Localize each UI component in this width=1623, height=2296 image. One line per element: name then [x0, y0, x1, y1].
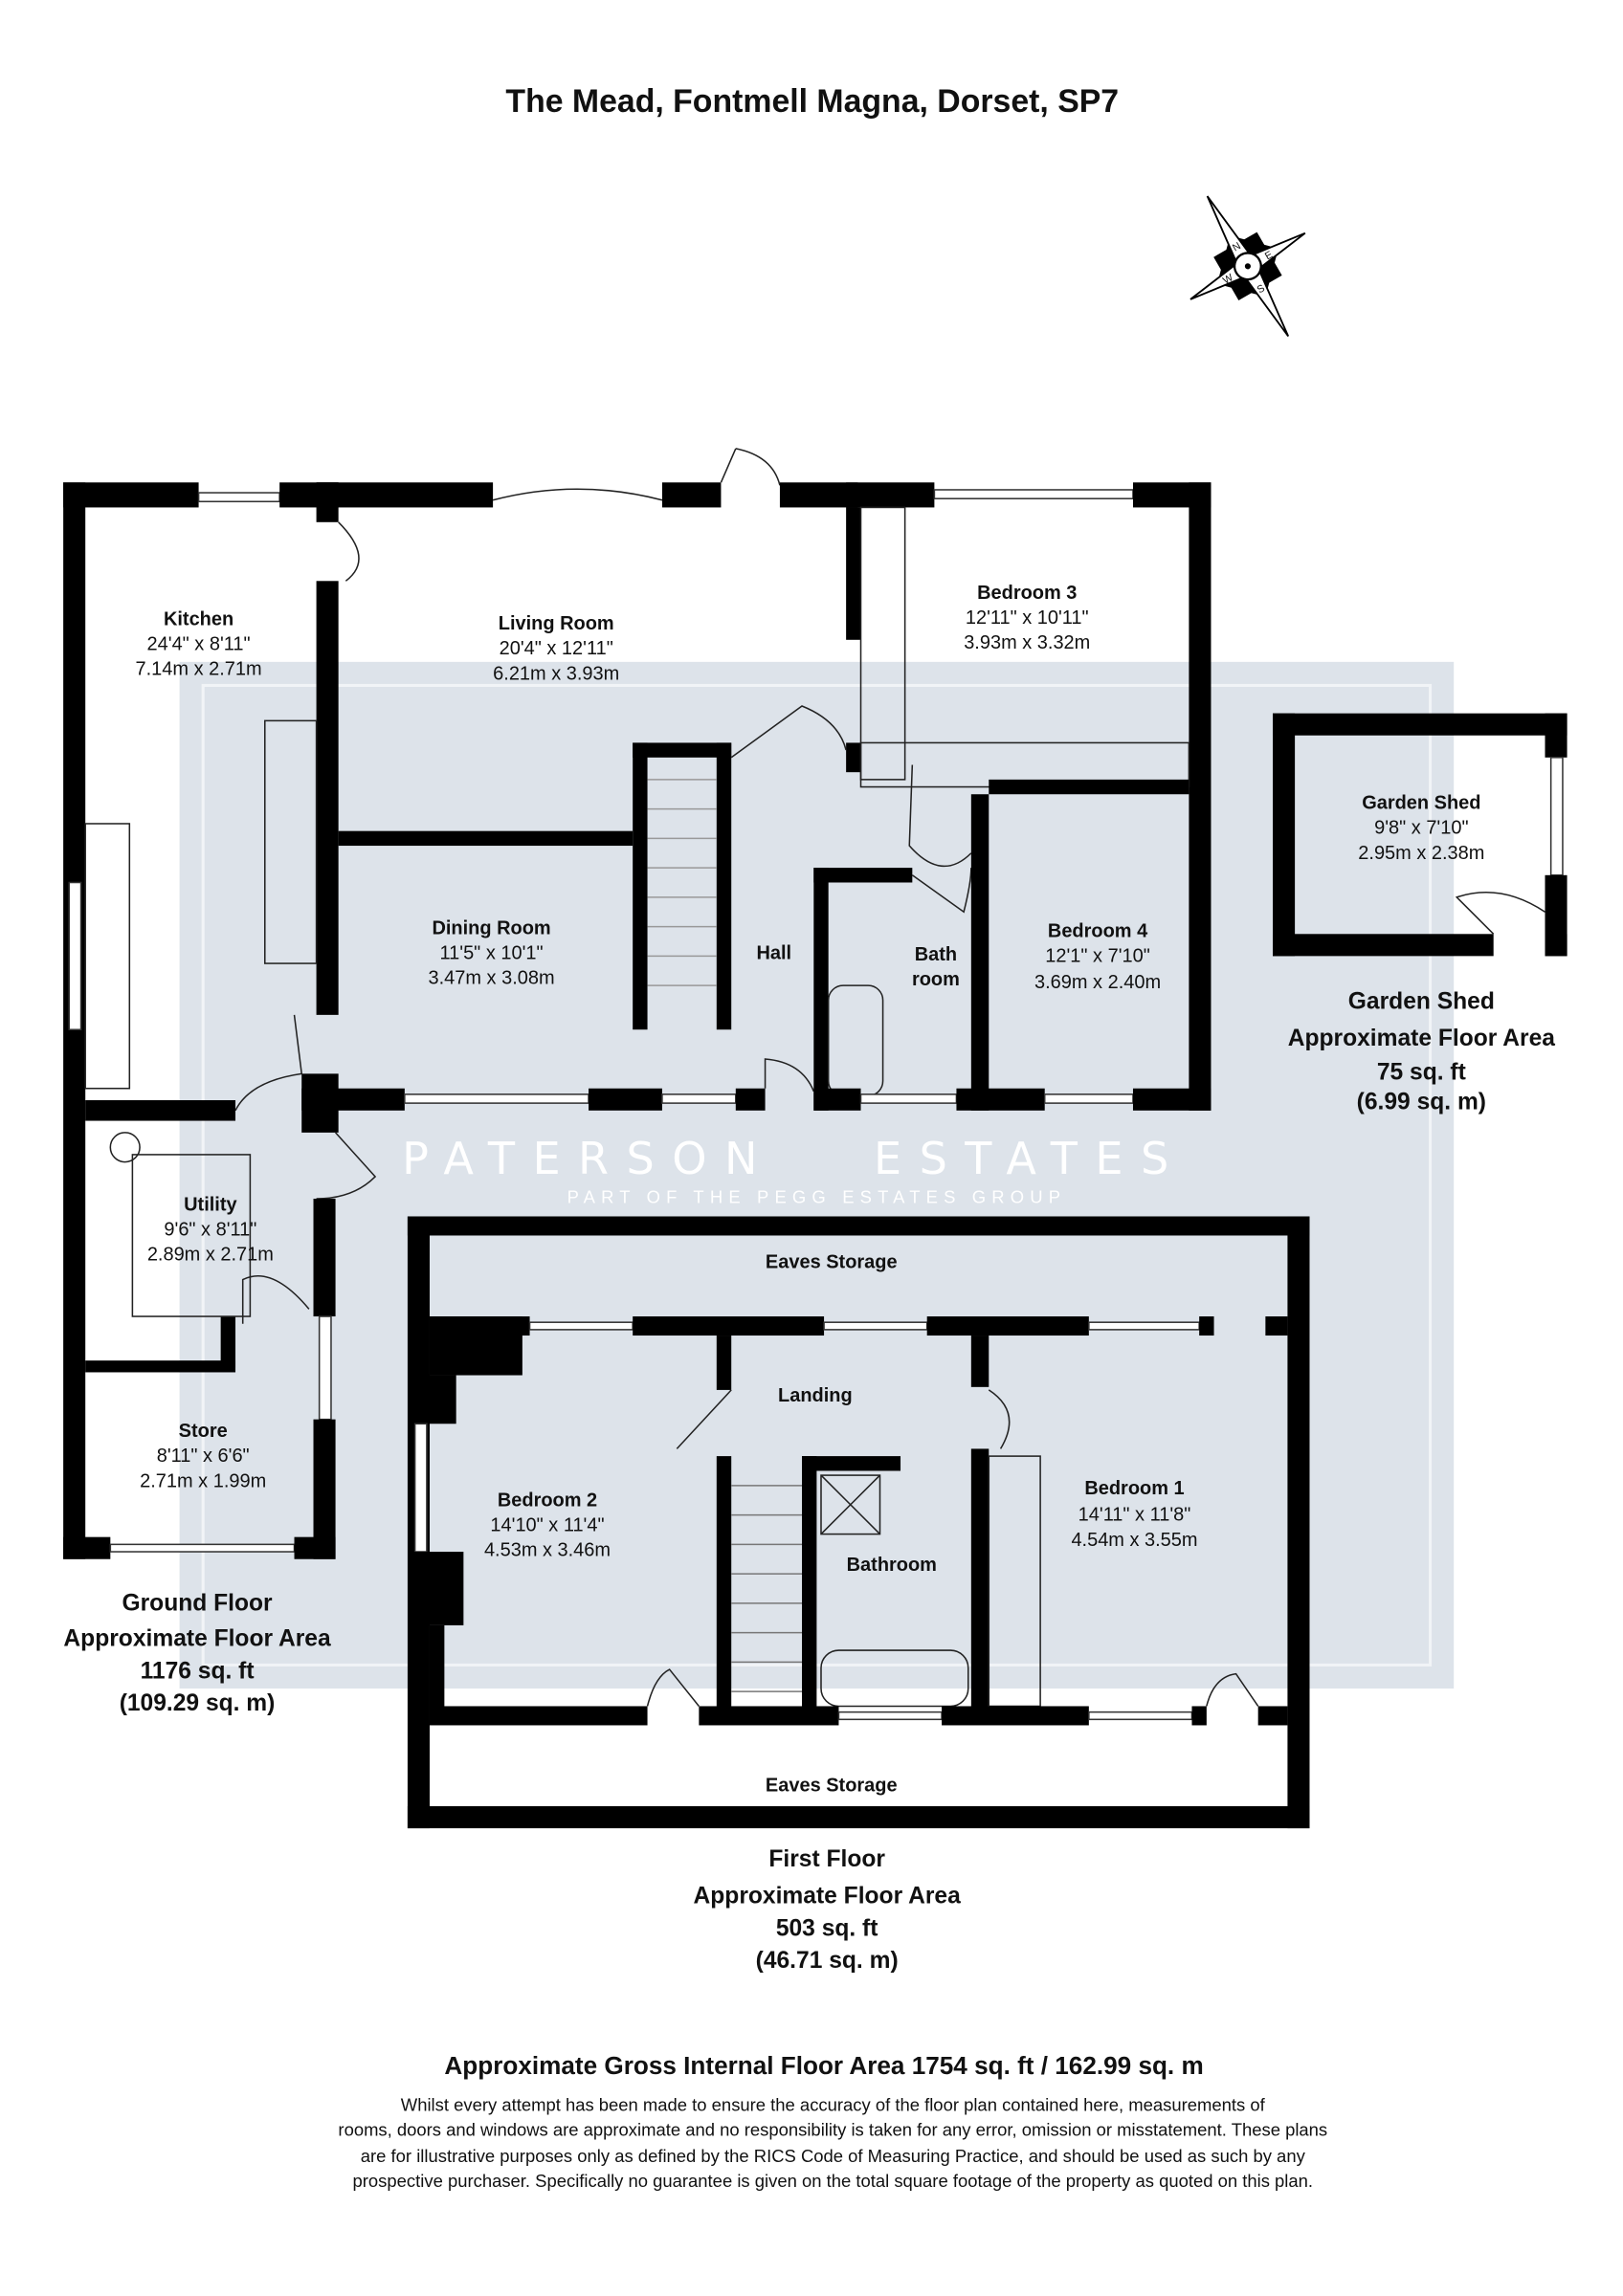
- room-living: Living Room 20'4" x 12'11" 6.21m x 3.93m: [493, 613, 619, 684]
- first-floor-walls: [407, 1216, 1310, 1829]
- room-kitchen: Kitchen 24'4" x 8'11" 7.14m x 2.71m: [136, 608, 262, 679]
- room-bathroom: Bathroom: [847, 1555, 937, 1576]
- room-name: Kitchen: [164, 608, 233, 629]
- room-imperial: 20'4" x 12'11": [500, 638, 613, 659]
- area-sqft: 75 sq. ft: [1377, 1060, 1466, 1086]
- room-imperial: 24'4" x 8'11": [147, 634, 251, 655]
- room-name: Dining Room: [432, 917, 550, 938]
- room-bedroom-4: Bedroom 4 12'1" x 7'10" 3.69m x 2.40m: [1034, 920, 1161, 993]
- room-metric: 2.89m x 2.71m: [147, 1245, 274, 1266]
- room-name: Living Room: [499, 613, 614, 634]
- room-name: Store: [179, 1421, 228, 1442]
- room-imperial: 12'1" x 7'10": [1045, 946, 1150, 967]
- disclaimer-line: rooms, doors and windows are approximate…: [338, 2119, 1327, 2139]
- room-metric: 4.53m x 3.46m: [484, 1540, 611, 1561]
- watermark-line2: ESTATES: [874, 1133, 1187, 1184]
- garden-shed-area: Garden Shed Approximate Floor Area 75 sq…: [1288, 989, 1556, 1115]
- room-metric: 7.14m x 2.71m: [136, 659, 262, 680]
- room-imperial: 14'11" x 11'8": [1078, 1505, 1191, 1526]
- area-caption: Approximate Floor Area: [1288, 1026, 1556, 1051]
- area-caption: Approximate Floor Area: [694, 1883, 962, 1909]
- room-bedroom-1: Bedroom 1 14'11" x 11'8" 4.54m x 3.55m: [1071, 1478, 1197, 1551]
- room-bath-line1: Bath: [915, 944, 957, 965]
- room-metric: 2.71m x 1.99m: [140, 1470, 266, 1491]
- room-metric: 3.93m x 3.32m: [964, 632, 1090, 653]
- room-name: Utility: [184, 1194, 236, 1215]
- room-utility: Utility 9'6" x 8'11" 2.89m x 2.71m: [147, 1194, 274, 1265]
- disclaimer-line: are for illustrative purposes only as de…: [361, 2146, 1306, 2166]
- room-metric: 6.21m x 3.93m: [493, 663, 619, 684]
- room-metric: 3.47m x 3.08m: [429, 968, 555, 989]
- garden-shed-walls: [1273, 713, 1567, 957]
- room-bath-line2: room: [912, 969, 960, 990]
- room-imperial: 11'5" x 10'1": [440, 942, 544, 963]
- ground-floor-walls: [63, 448, 1212, 1559]
- disclaimer-line: prospective purchaser. Specifically no g…: [353, 2171, 1314, 2191]
- area-label: First Floor: [768, 1846, 885, 1872]
- room-name: Bedroom 4: [1048, 920, 1147, 941]
- room-metric: 2.95m x 2.38m: [1358, 843, 1484, 864]
- room-metric: 4.54m x 3.55m: [1071, 1530, 1197, 1551]
- room-bedroom-2: Bedroom 2 14'10" x 11'4" 4.53m x 3.46m: [484, 1490, 611, 1560]
- room-store: Store 8'11" x 6'6" 2.71m x 1.99m: [140, 1421, 266, 1491]
- gross-area: Approximate Gross Internal Floor Area 17…: [444, 2051, 1203, 2080]
- room-name: Bedroom 1: [1084, 1478, 1184, 1499]
- room-name: Bedroom 2: [498, 1490, 597, 1511]
- room-name: Garden Shed: [1362, 793, 1480, 814]
- area-sqm: (46.71 sq. m): [756, 1948, 899, 1974]
- disclaimer: Whilst every attempt has been made to en…: [338, 2094, 1327, 2191]
- room-imperial: 8'11" x 6'6": [157, 1446, 250, 1467]
- area-sqft: 1176 sq. ft: [141, 1658, 255, 1684]
- room-imperial: 14'10" x 11'4": [490, 1515, 604, 1536]
- room-imperial: 9'6" x 8'11": [164, 1219, 256, 1240]
- room-imperial: 12'11" x 10'11": [966, 607, 1089, 629]
- watermark-text: PATERSON ESTATES PART OF THE PEGG ESTATE…: [402, 1133, 1187, 1207]
- area-label: Garden Shed: [1348, 989, 1495, 1015]
- disclaimer-line: Whilst every attempt has been made to en…: [401, 2094, 1266, 2114]
- page-title: The Mead, Fontmell Magna, Dorset, SP7: [505, 83, 1119, 120]
- area-caption: Approximate Floor Area: [63, 1625, 331, 1651]
- watermark-line1: PATERSON: [402, 1133, 775, 1184]
- room-eaves-storage-top: Eaves Storage: [766, 1251, 898, 1272]
- compass-icon: N E S W: [1189, 195, 1306, 338]
- area-sqm: (6.99 sq. m): [1357, 1089, 1486, 1115]
- room-metric: 3.69m x 2.40m: [1034, 972, 1161, 993]
- ground-floor-area: Ground Floor Approximate Floor Area 1176…: [63, 1591, 331, 1717]
- watermark-tagline: PART OF THE PEGG ESTATES GROUP: [567, 1187, 1067, 1207]
- area-sqm: (109.29 sq. m): [120, 1690, 276, 1716]
- room-name: Bedroom 3: [977, 583, 1077, 604]
- first-floor-area: First Floor Approximate Floor Area 503 s…: [694, 1846, 962, 1974]
- area-sqft: 503 sq. ft: [776, 1915, 878, 1941]
- room-garden-shed: Garden Shed 9'8" x 7'10" 2.95m x 2.38m: [1358, 793, 1484, 864]
- room-imperial: 9'8" x 7'10": [1374, 818, 1468, 839]
- room-hall: Hall: [756, 942, 791, 963]
- room-eaves-storage-bottom: Eaves Storage: [766, 1776, 898, 1797]
- room-bedroom-3: Bedroom 3 12'11" x 10'11" 3.93m x 3.32m: [964, 583, 1090, 653]
- room-dining: Dining Room 11'5" x 10'1" 3.47m x 3.08m: [429, 917, 555, 988]
- room-landing: Landing: [778, 1385, 853, 1406]
- area-label: Ground Floor: [122, 1591, 273, 1617]
